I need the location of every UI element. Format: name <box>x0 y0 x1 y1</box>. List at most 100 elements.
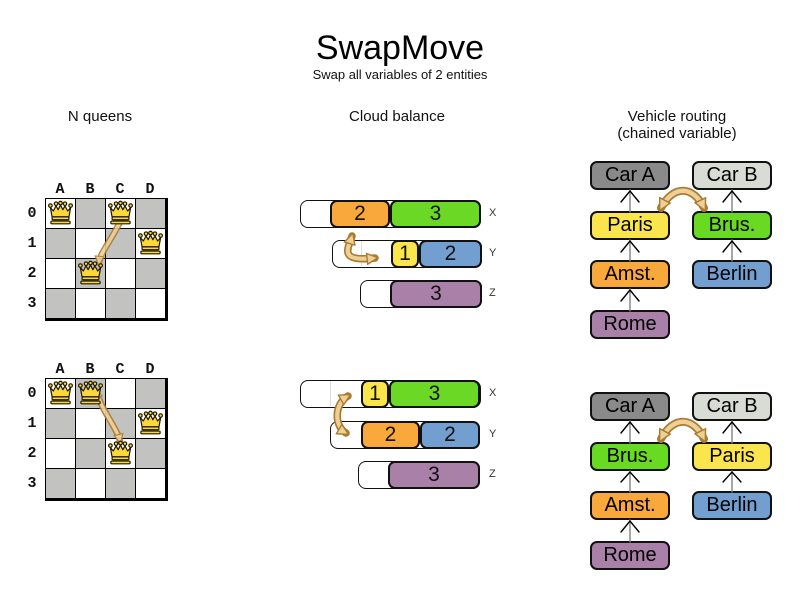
row-label: 2 <box>27 445 37 462</box>
computer-label: Z <box>489 287 496 299</box>
board-cell <box>76 289 105 318</box>
process-value: 2 <box>354 202 366 225</box>
row-label: 3 <box>27 295 37 312</box>
vehicle-node-berlin: Berlin <box>692 491 772 520</box>
process-value: 2 <box>444 423 456 446</box>
board-cell <box>136 439 165 468</box>
swap-arrow-vehicle-before <box>657 186 708 208</box>
vehicle-node-label: Berlin <box>706 263 758 285</box>
tray-unit-separator <box>330 381 331 406</box>
process-block: 2 <box>419 240 482 268</box>
board-cell <box>136 469 165 498</box>
board-cell <box>136 289 165 318</box>
board-cell <box>106 289 135 318</box>
board-cell <box>106 229 135 258</box>
page-title: SwapMove <box>315 29 485 67</box>
queen-icon <box>107 440 134 467</box>
computer-label: Y <box>489 247 497 259</box>
vehicle-node-label: Amst. <box>604 494 656 516</box>
col-label: C <box>115 361 125 378</box>
process-value: 2 <box>384 423 397 446</box>
board-cell <box>46 229 75 258</box>
process-block: 3 <box>390 200 481 228</box>
chain-arrow <box>620 189 742 543</box>
row-label: 0 <box>27 205 37 222</box>
computer-label: Y <box>489 428 497 440</box>
queen-icon <box>77 380 104 407</box>
col-label: D <box>145 361 155 378</box>
process-block: 3 <box>389 380 480 408</box>
board-cell <box>76 409 105 438</box>
process-value: 2 <box>444 242 457 265</box>
board-cell <box>106 409 135 438</box>
board-cell <box>106 469 135 498</box>
board-cell <box>76 469 105 498</box>
row-label: 3 <box>27 475 37 492</box>
process-block: 2 <box>420 421 480 449</box>
col-label: D <box>145 181 155 198</box>
vehicle-node-label: Paris <box>709 445 755 467</box>
vehicle-node-car-a: Car A <box>590 392 670 421</box>
swap-arrow-vehicle-after <box>657 417 708 439</box>
computer-label: Z <box>489 468 496 480</box>
vehicle-node-label: Berlin <box>706 494 758 516</box>
queen-icon <box>107 200 134 227</box>
process-block: 2 <box>330 200 390 228</box>
row-label: 1 <box>27 415 37 432</box>
queen-icon <box>47 380 74 407</box>
col-label: C <box>115 181 125 198</box>
process-value: 3 <box>429 202 442 225</box>
board-cell <box>76 229 105 258</box>
vehicle-node-rome: Rome <box>590 310 670 339</box>
computer-label: X <box>489 207 497 219</box>
vehicle-node-label: Rome <box>603 313 657 335</box>
vehicle-node-car-b: Car B <box>692 392 772 421</box>
vehicle-node-label: Rome <box>603 544 657 566</box>
vehicle-node-amst: Amst. <box>590 260 670 289</box>
vehicle-node-label: Brus. <box>708 214 756 236</box>
board-cell <box>46 469 75 498</box>
process-value: 3 <box>428 463 440 486</box>
vehicle-node-label: Car B <box>706 164 758 186</box>
vehicle-node-label: Car A <box>604 164 656 186</box>
board-cell <box>46 289 75 318</box>
board-cell <box>76 199 105 228</box>
vehicle-node-brus: Brus. <box>590 442 670 471</box>
queen-icon <box>47 200 74 227</box>
queen-icon <box>77 260 104 287</box>
vehicle-node-label: Car B <box>706 395 758 417</box>
col-label: A <box>55 361 65 378</box>
board-cell <box>136 379 165 408</box>
vehicle-node-label: Car A <box>604 395 656 417</box>
vehicle-node-paris: Paris <box>692 442 772 471</box>
queen-icon <box>137 230 164 257</box>
board-cell <box>46 409 75 438</box>
process-value: 1 <box>399 242 411 265</box>
board-cell <box>136 259 165 288</box>
process-value: 3 <box>428 382 441 405</box>
process-value: 3 <box>430 282 442 305</box>
vehicle-node-car-b: Car B <box>692 161 772 190</box>
process-block: 3 <box>390 280 482 308</box>
row-label: 2 <box>27 265 37 282</box>
tray-unit-separator <box>361 241 362 266</box>
vehicle-node-berlin: Berlin <box>692 260 772 289</box>
computer-label: X <box>489 387 497 399</box>
page-subtitle: Swap all variables of 2 entities <box>312 67 488 82</box>
process-block: 1 <box>361 380 389 408</box>
vehicle-node-rome: Rome <box>590 541 670 570</box>
vehicle-node-label: Amst. <box>604 263 656 285</box>
process-block: 3 <box>388 461 480 489</box>
row-label: 1 <box>27 235 37 252</box>
col-label: B <box>85 361 95 378</box>
vehicle-subheader: (chained variable) <box>617 125 737 142</box>
process-block: 1 <box>391 240 419 268</box>
queen-icon <box>137 410 164 437</box>
col-label: A <box>55 181 65 198</box>
row-label: 0 <box>27 385 37 402</box>
board-cell <box>76 439 105 468</box>
board-cell <box>106 259 135 288</box>
board-cell <box>106 379 135 408</box>
nqueens-header: N queens <box>67 108 133 125</box>
